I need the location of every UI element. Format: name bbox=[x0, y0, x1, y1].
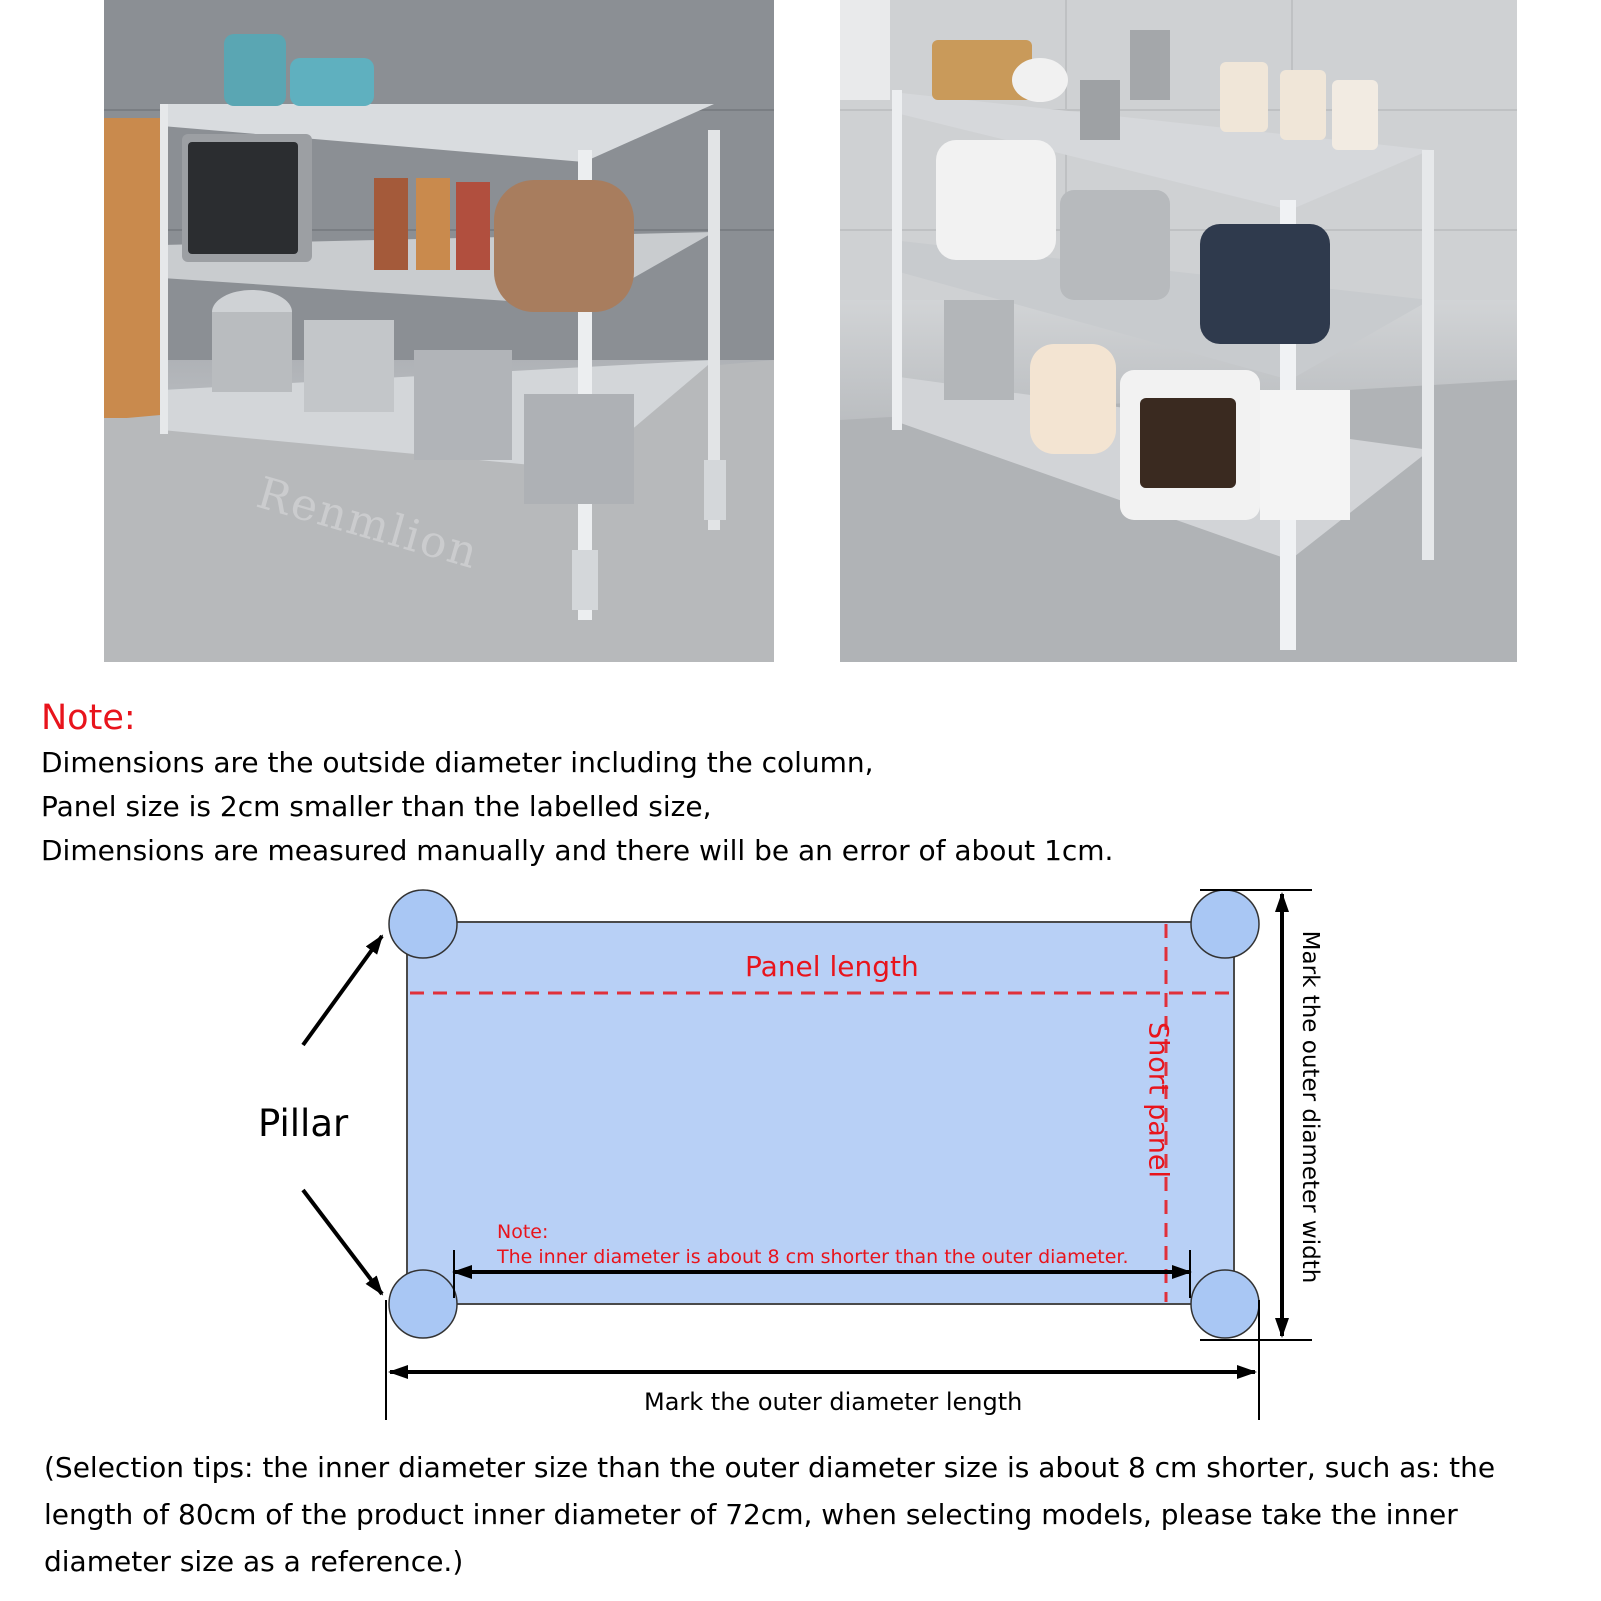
note-line-outside-diameter: Dimensions are the outside diameter incl… bbox=[41, 746, 874, 779]
pillar-pointer-bottom bbox=[301, 1188, 384, 1296]
product-photo-left: Renmlion bbox=[104, 0, 774, 662]
product-photo-right bbox=[840, 0, 1517, 662]
short-panel-label: Short panel bbox=[1142, 1022, 1174, 1178]
inner-note-text: The inner diameter is about 8 cm shorter… bbox=[497, 1246, 1129, 1268]
pillar-label: Pillar bbox=[258, 1102, 349, 1145]
pillar-pointer-top bbox=[301, 934, 384, 1047]
selection-tips: (Selection tips: the inner diameter size… bbox=[44, 1451, 1496, 1578]
pillar-bottom-right bbox=[1190, 1269, 1260, 1339]
note-title: Note: bbox=[41, 698, 136, 738]
outer-width-label: Mark the outer diameter width bbox=[1297, 930, 1323, 1284]
note-line-measurement-error: Dimensions are measured manually and the… bbox=[41, 834, 1114, 867]
outer-length-label: Mark the outer diameter length bbox=[644, 1388, 1023, 1416]
dimension-diagram bbox=[301, 889, 1312, 1420]
shelf-illustration-left bbox=[104, 0, 774, 662]
pillar-top-right bbox=[1190, 889, 1260, 959]
shelf-illustration-right bbox=[840, 0, 1517, 662]
pillar-top-left bbox=[388, 889, 458, 959]
panel-rectangle bbox=[406, 921, 1235, 1305]
note-line-panel-size: Panel size is 2cm smaller than the label… bbox=[41, 790, 712, 823]
pillar-bottom-left bbox=[388, 1269, 458, 1339]
panel-length-label: Panel length bbox=[745, 950, 919, 983]
inner-note-title: Note: bbox=[497, 1221, 549, 1243]
